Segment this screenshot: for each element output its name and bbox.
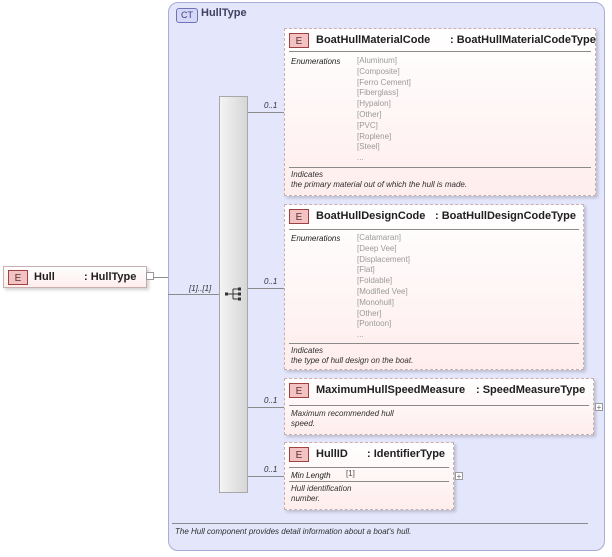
connector-line <box>168 294 220 295</box>
element-type: : BoatHullMaterialCodeType <box>450 34 596 46</box>
enumeration-value: [Ferro Cement] <box>357 77 411 87</box>
child-cardinality: 0..1 <box>264 465 278 474</box>
expand-icon[interactable]: + <box>455 472 463 481</box>
element-name: MaximumHullSpeedMeasure <box>316 384 466 396</box>
separator <box>289 167 591 168</box>
enumeration-value: [Fiberglass] <box>357 88 399 98</box>
documentation-line: Hull identification <box>291 484 352 493</box>
child-cardinality: 0..1 <box>264 277 278 286</box>
enumeration-value: [Hypalon] <box>357 99 391 109</box>
enumeration-list: [Aluminum] [Composite] [Ferro Cement] [F… <box>357 56 411 164</box>
facet-value: [1] <box>346 469 355 478</box>
sequence-icon <box>225 287 241 301</box>
element-type: : HullType <box>84 271 137 283</box>
separator <box>289 343 579 344</box>
child-cardinality: 0..1 <box>264 101 278 110</box>
enumeration-value: [Other] <box>357 109 382 119</box>
enumeration-value: [Roplene] <box>357 131 392 141</box>
separator <box>289 51 591 52</box>
documentation-line: number. <box>291 494 321 503</box>
documentation-line: Maximum recommended hull <box>291 409 394 418</box>
child-cardinality: 0..1 <box>264 396 278 405</box>
sequence-cardinality: [1]..[1] <box>189 284 212 293</box>
enumeration-value: [Deep Vee] <box>357 243 397 253</box>
enumeration-value: ... <box>357 153 364 163</box>
separator <box>289 405 589 406</box>
enumeration-value: [Composite] <box>357 66 400 76</box>
separator <box>289 229 579 230</box>
element-hull-id[interactable]: E HullID : IdentifierType Min Length [1]… <box>284 442 454 510</box>
element-badge: E <box>289 33 309 48</box>
connector-line <box>248 112 284 113</box>
separator <box>289 481 449 482</box>
enumeration-value: [Monohull] <box>357 297 394 307</box>
enumeration-value: [Displacement] <box>357 254 410 264</box>
element-badge: E <box>289 383 309 398</box>
documentation-line: Indicates <box>291 346 324 355</box>
enumeration-value: [Other] <box>357 308 382 318</box>
collapse-connector[interactable] <box>146 272 154 280</box>
element-badge: E <box>289 209 309 224</box>
documentation-line: the type of hull design on the boat. <box>291 356 414 365</box>
element-maximum-hull-speed-measure[interactable]: E MaximumHullSpeedMeasure : SpeedMeasure… <box>284 378 594 435</box>
connector-line <box>248 476 284 477</box>
enumeration-value: [Foldable] <box>357 276 393 286</box>
documentation-line: Indicates <box>291 170 324 179</box>
connector-line <box>248 288 284 289</box>
ct-doc-separator <box>172 523 588 524</box>
root-element-hull[interactable]: E Hull : HullType <box>3 266 147 288</box>
element-boat-hull-design-code[interactable]: E BoatHullDesignCode : BoatHullDesignCod… <box>284 204 584 370</box>
documentation-line: speed. <box>291 419 316 428</box>
element-name: Hull <box>34 271 55 283</box>
connector-line <box>154 277 168 278</box>
facet-label: Min Length <box>291 471 331 480</box>
enumeration-value: [PVC] <box>357 120 378 130</box>
expand-icon[interactable]: + <box>595 403 603 412</box>
enumeration-value: [Steel] <box>357 142 380 152</box>
complex-type-badge: CT <box>176 8 198 23</box>
element-name: HullID <box>316 448 348 460</box>
element-badge: E <box>289 447 309 462</box>
enumeration-value: [Catamaran] <box>357 233 402 242</box>
element-type: : BoatHullDesignCodeType <box>435 210 576 222</box>
complex-type-documentation: The Hull component provides detail infor… <box>175 527 412 536</box>
enumeration-value: [Modified Vee] <box>357 286 408 296</box>
enumeration-value: ... <box>357 330 364 340</box>
connector-line <box>248 407 284 408</box>
separator <box>289 467 449 468</box>
documentation-line: the primary material out of which the hu… <box>291 180 468 189</box>
element-boat-hull-material-code[interactable]: E BoatHullMaterialCode : BoatHullMateria… <box>284 28 596 196</box>
facet-label: Enumerations <box>291 57 341 66</box>
element-name: BoatHullDesignCode <box>316 210 426 222</box>
element-name: BoatHullMaterialCode <box>316 34 431 46</box>
enumeration-value: [Aluminum] <box>357 56 398 65</box>
element-type: : IdentifierType <box>367 448 446 460</box>
complex-type-title[interactable]: HullType <box>201 7 247 19</box>
enumeration-value: [Pontoon] <box>357 319 392 329</box>
element-badge: E <box>8 270 28 285</box>
enumeration-list: [Catamaran] [Deep Vee] [Displacement] [F… <box>357 233 410 341</box>
facet-label: Enumerations <box>291 234 341 243</box>
element-type: : SpeedMeasureType <box>476 384 586 396</box>
enumeration-value: [Flat] <box>357 265 375 275</box>
